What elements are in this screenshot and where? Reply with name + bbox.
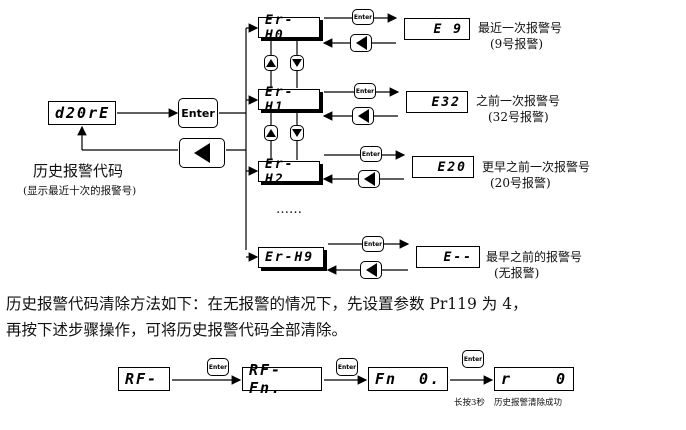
instruction-line-1: 历史报警代码清除方法如下：在无报警的情况下，先设置参数 Pr119 为 4， <box>6 295 528 313</box>
left-triangle-icon <box>365 263 377 277</box>
value-h2-text: E20 <box>437 159 467 175</box>
enter-label-h1: Enter <box>355 87 375 95</box>
up-button-h1[interactable] <box>264 125 278 141</box>
back-button-h2[interactable] <box>358 170 380 188</box>
desc-h0: 最近一次报警号 <box>478 21 563 35</box>
step4-right-text: 0 <box>555 370 567 388</box>
step4-left-text: r <box>501 370 513 388</box>
hold-note: 长按3秒 <box>454 398 485 408</box>
up-button-h0[interactable] <box>264 55 278 71</box>
enter-button-h0[interactable]: Enter <box>352 9 374 25</box>
left-triangle-icon <box>357 109 369 123</box>
main-display-text: d20rE <box>55 104 111 122</box>
step-display-2: RF-Fn. <box>242 361 322 397</box>
back-button-h0[interactable] <box>350 34 372 52</box>
success-note: 历史报警清除成功 <box>494 398 563 408</box>
code-h9-text: Er-H9 <box>265 250 315 265</box>
enter-button-step2[interactable]: Enter <box>336 358 358 376</box>
ellipsis: …… <box>276 202 302 217</box>
step-display-1: RF- <box>118 367 170 391</box>
enter-button-label: Enter <box>181 106 215 120</box>
enter-button-h9[interactable]: Enter <box>362 236 384 252</box>
down-triangle-icon <box>292 59 302 67</box>
instruction-line-2: 再按下述步骤操作，可将历史报警代码全部清除。 <box>6 321 348 339</box>
enter-label-h2: Enter <box>361 150 381 158</box>
back-button-main[interactable] <box>179 138 225 168</box>
enter-label-h9: Enter <box>363 240 383 248</box>
value-h9-text: E-- <box>443 249 473 265</box>
step-display-3: Fn 0. <box>368 367 448 391</box>
value-h1-text: E32 <box>431 94 461 110</box>
sub-h2: (20号报警) <box>490 176 551 190</box>
code-h1-text: Er-H1 <box>265 84 295 115</box>
up-triangle-icon <box>266 129 276 137</box>
step3-right-text: 0. <box>418 370 441 388</box>
back-button-h1[interactable] <box>352 107 374 125</box>
value-display-h9: E-- <box>416 246 480 268</box>
step2-text: RF-Fn. <box>249 361 283 397</box>
main-label: 历史报警代码 <box>33 162 124 180</box>
step1-text: RF- <box>125 370 159 388</box>
sub-h9: (无报警) <box>494 266 540 280</box>
sub-h1: (32号报警) <box>488 110 549 124</box>
value-h0-text: E 9 <box>433 21 463 37</box>
code-display-h0: Er-H0 <box>258 13 320 43</box>
down-triangle-icon <box>292 129 302 137</box>
value-display-h1: E32 <box>406 91 468 113</box>
main-sublabel: (显示最近十次的报警号) <box>23 185 137 197</box>
desc-h2: 更早之前一次报警号 <box>482 160 591 174</box>
left-triangle-icon <box>363 172 375 186</box>
code-display-h9: Er-H9 <box>258 247 324 268</box>
value-display-h2: E20 <box>412 156 474 178</box>
left-triangle-icon <box>355 36 367 50</box>
enter-button-h2[interactable]: Enter <box>360 146 382 162</box>
enter-label-step1: Enter <box>208 363 228 371</box>
down-button-h1[interactable] <box>290 125 304 141</box>
enter-button-step1[interactable]: Enter <box>207 358 229 376</box>
back-button-h9[interactable] <box>360 261 382 279</box>
desc-h1: 之前一次报警号 <box>476 94 561 108</box>
left-triangle-icon <box>194 143 210 163</box>
main-display: d20rE <box>48 101 116 125</box>
enter-label-step2: Enter <box>337 363 357 371</box>
up-triangle-icon <box>266 59 276 67</box>
enter-label-h0: Enter <box>353 13 373 21</box>
enter-button-main[interactable]: Enter <box>178 98 218 128</box>
code-display-h1: Er-H1 <box>258 85 320 115</box>
enter-button-step3[interactable]: Enter <box>462 350 484 368</box>
down-button-h0[interactable] <box>290 55 304 71</box>
sub-h0: (9号报警) <box>490 37 543 51</box>
code-h0-text: Er-H0 <box>265 12 295 43</box>
step3-left-text: Fn <box>375 370 398 388</box>
enter-label-step3: Enter <box>463 355 483 363</box>
code-display-h2: Er-H2 <box>258 157 320 187</box>
desc-h9: 最早之前的报警号 <box>486 250 583 264</box>
code-h2-text: Er-H2 <box>265 156 295 187</box>
value-display-h0: E 9 <box>404 18 470 40</box>
enter-button-h1[interactable]: Enter <box>354 83 376 99</box>
